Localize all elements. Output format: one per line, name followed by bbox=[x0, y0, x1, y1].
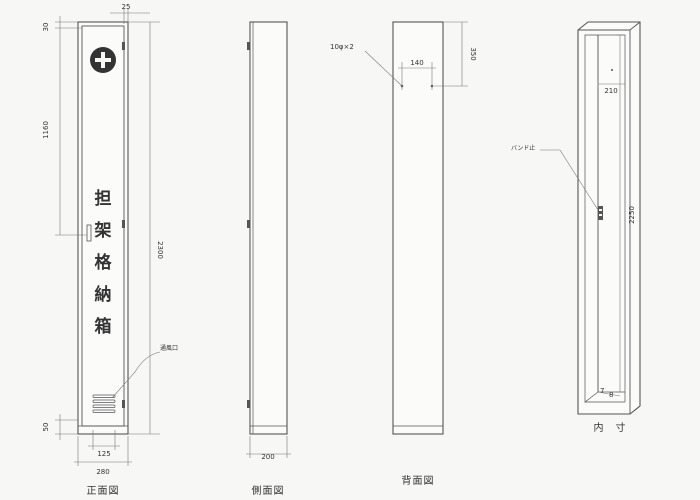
dim-door-gap: 25 bbox=[122, 3, 131, 11]
interior-cabinet-outline bbox=[577, 21, 641, 415]
interior-view-caption: 内 寸 bbox=[594, 421, 627, 434]
front-view: 担 架 格 納 箱 通風口 30 1160 50 25 bbox=[42, 3, 178, 497]
dim-depth: 200 bbox=[261, 453, 274, 461]
front-cabinet-outline bbox=[77, 21, 129, 435]
dim-upper-section: 1160 bbox=[42, 121, 50, 139]
dim-hole-height: 350 bbox=[469, 47, 477, 60]
vent-leader-line bbox=[111, 351, 161, 399]
band-leader-line bbox=[540, 149, 599, 211]
band-label: バンド止 bbox=[511, 144, 535, 152]
dim-hole-spacing: 140 bbox=[410, 59, 423, 67]
dim-overall-height: 2300 bbox=[156, 241, 164, 259]
side-hinge-middle bbox=[247, 220, 250, 228]
title-char-4: 納 bbox=[95, 284, 112, 305]
title-char-2: 架 bbox=[95, 220, 112, 241]
door-handle bbox=[86, 224, 92, 242]
side-hinge-top bbox=[247, 42, 250, 50]
holes-leader-line bbox=[364, 50, 403, 87]
title-char-1: 担 bbox=[95, 189, 112, 209]
dim-inner-width: 210 bbox=[604, 87, 617, 95]
title-char-3: 格 bbox=[95, 252, 113, 273]
side-hinge-bottom bbox=[247, 400, 250, 408]
back-cabinet-outline bbox=[392, 21, 444, 435]
dim-holes: 10φ×2 bbox=[330, 43, 354, 51]
dim-inner-height: 2250 bbox=[628, 206, 636, 224]
back-view-caption: 背面図 bbox=[402, 474, 435, 487]
side-cabinet-outline bbox=[249, 21, 288, 435]
side-view: 200 側面図 bbox=[246, 21, 291, 497]
dim-vent-width: 125 bbox=[97, 450, 110, 458]
dim-top-offset: 30 bbox=[42, 23, 50, 32]
band-bracket bbox=[598, 206, 603, 220]
plus-cross-emblem-icon bbox=[90, 47, 116, 73]
vent-louvers bbox=[92, 394, 116, 413]
front-view-caption: 正面図 bbox=[87, 485, 120, 497]
dim-small-a: 7 bbox=[600, 387, 604, 395]
back-view: 10φ×2 140 350 背面図 bbox=[330, 21, 477, 487]
dim-base-height: 50 bbox=[42, 423, 50, 432]
title-char-5: 箱 bbox=[95, 316, 112, 337]
vent-label: 通風口 bbox=[160, 344, 178, 352]
hinge-bottom bbox=[122, 400, 125, 408]
dim-overall-width: 280 bbox=[96, 468, 109, 476]
interior-view: バンド止 210 2250 7 8 内 寸 bbox=[511, 21, 641, 434]
dim-small-b: 8 bbox=[609, 391, 613, 399]
hinge-middle bbox=[122, 220, 125, 228]
side-view-caption: 側面図 bbox=[252, 484, 285, 497]
hinge-top bbox=[122, 42, 125, 50]
